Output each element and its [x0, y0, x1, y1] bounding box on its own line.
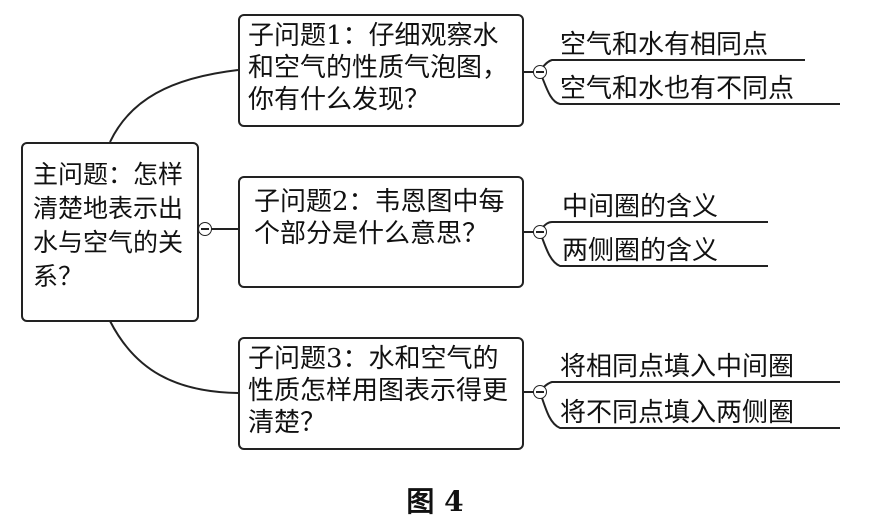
connector-main-to-sub1 — [109, 69, 239, 143]
subtopic-3-box[interactable]: 子问题3：水和空气的性质怎样用图表示得更清楚？ — [238, 337, 524, 450]
subtopic-2-box[interactable]: 子问题2：韦恩图中每个部分是什么意思？ — [238, 176, 524, 288]
connector-sub3-leaf1 — [524, 381, 840, 393]
subtopic-1-text: 子问题1：仔细观察水和空气的性质气泡图，你有什么发现？ — [248, 21, 509, 115]
main-topic-text: 主问题：怎样清楚地表示出水与空气的关系？ — [33, 160, 184, 291]
subtopic-1-box[interactable]: 子问题1：仔细观察水和空气的性质气泡图，你有什么发现？ — [238, 14, 524, 127]
leaf-sub1-1[interactable]: 空气和水有相同点 — [560, 30, 769, 60]
leaf-sub2-2[interactable]: 两侧圈的含义 — [562, 236, 719, 266]
leaf-sub3-2[interactable]: 将不同点填入两侧圈 — [560, 398, 795, 428]
leaf-sub2-1[interactable]: 中间圈的含义 — [562, 192, 719, 222]
figure-caption: 图 4 — [406, 485, 464, 518]
leaf-sub1-2[interactable]: 空气和水也有不同点 — [560, 74, 795, 104]
collapse-toggle-main[interactable] — [198, 222, 212, 236]
collapse-toggle-sub3[interactable] — [533, 385, 547, 399]
collapse-toggle-sub2[interactable] — [533, 225, 547, 239]
connector-main-to-sub3 — [109, 320, 239, 394]
subtopic-2-text: 子问题2：韦恩图中每个部分是什么意思？ — [254, 187, 505, 249]
collapse-toggle-sub1[interactable] — [533, 65, 547, 79]
main-topic-box[interactable]: 主问题：怎样清楚地表示出水与空气的关系？ — [21, 142, 199, 322]
connector-sub2-leaf1 — [524, 221, 768, 233]
subtopic-3-text: 子问题3：水和空气的性质怎样用图表示得更清楚？ — [248, 344, 509, 438]
connector-sub1-leaf1 — [524, 59, 805, 73]
leaf-sub3-1[interactable]: 将相同点填入中间圈 — [560, 352, 795, 382]
